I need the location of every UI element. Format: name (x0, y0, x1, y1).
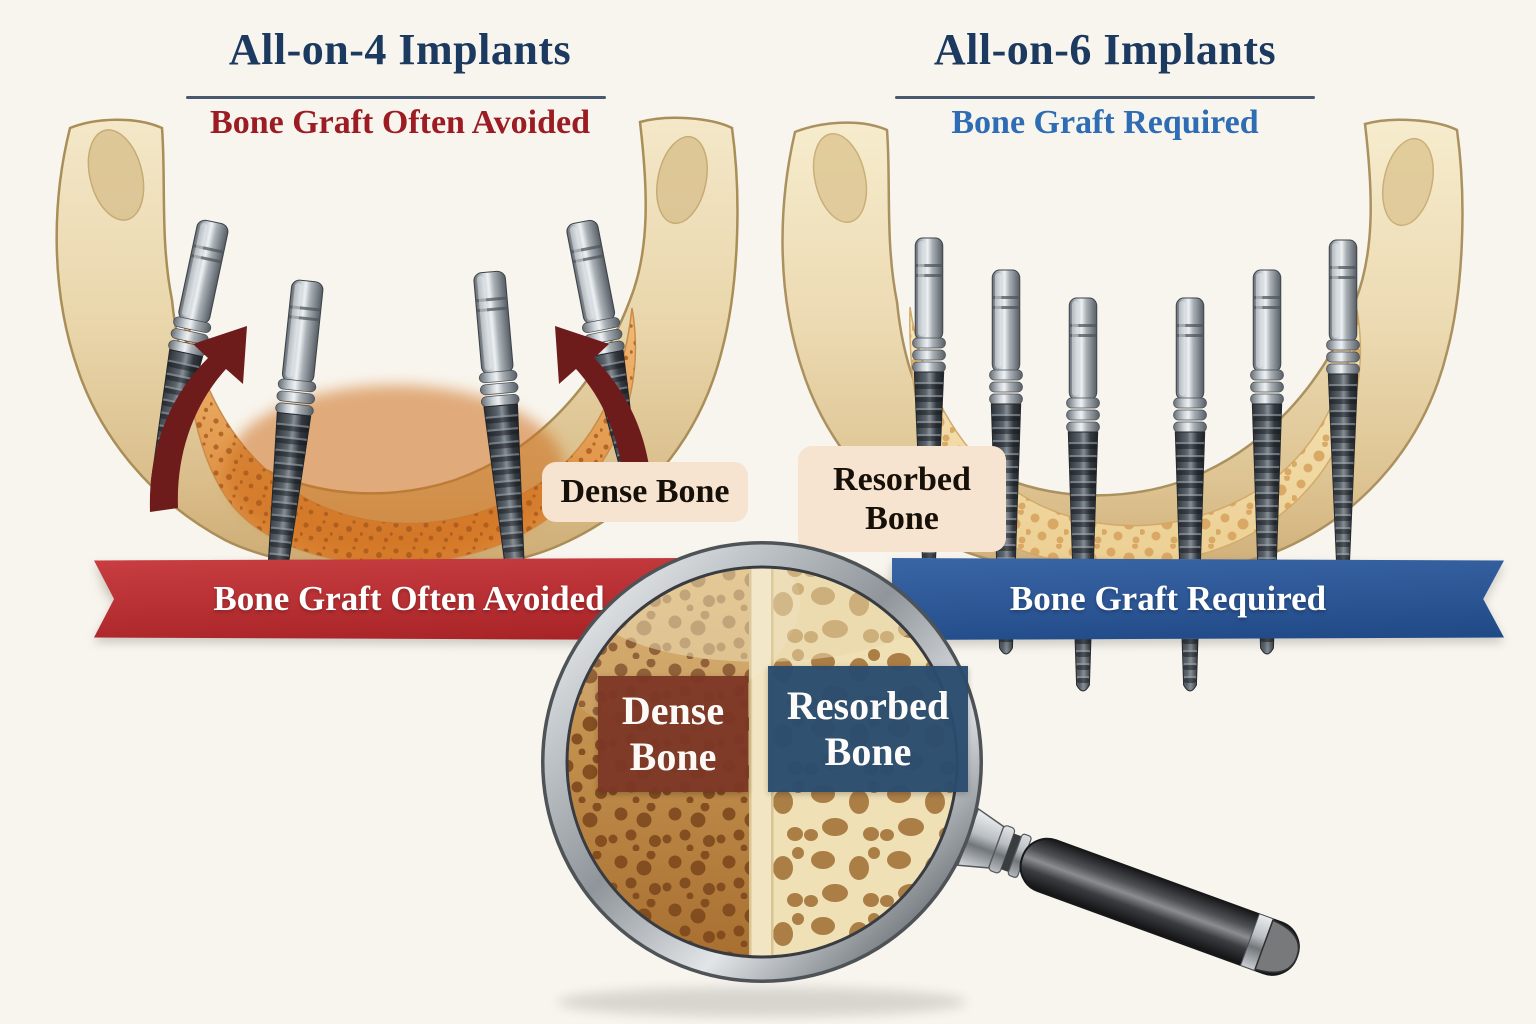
tilt-arrow-left (149, 326, 247, 512)
right-panel-title: All-on-6 Implants (933, 25, 1277, 74)
magnifier-resorbed-label: Resorbed Bone (768, 666, 968, 792)
left-panel-title: All-on-4 Implants (228, 25, 572, 74)
magnifier-shadow (557, 987, 967, 1017)
ribbon-left-text: Bone Graft Often Avoided (94, 558, 684, 640)
dense-bone-label: Dense Bone (542, 462, 748, 522)
resorbed-bone-label: Resorbed Bone (798, 446, 1006, 552)
magnifier-rim (541, 541, 983, 983)
dental-implant (1326, 239, 1360, 571)
left-panel-subtitle: Bone Graft Often Avoided (210, 104, 590, 141)
ribbon-right: Bone Graft Required (892, 558, 1504, 640)
left-title-underline (186, 96, 606, 99)
magnifier-handle (956, 807, 1300, 976)
magnifier-dense-label: Dense Bone (598, 676, 748, 792)
ribbon-left: Bone Graft Often Avoided (94, 558, 684, 640)
right-panel-subtitle: Bone Graft Required (951, 104, 1259, 141)
ribbon-right-text: Bone Graft Required (892, 558, 1504, 640)
left-jaw-illustration (55, 116, 739, 628)
right-title-underline (895, 96, 1315, 99)
